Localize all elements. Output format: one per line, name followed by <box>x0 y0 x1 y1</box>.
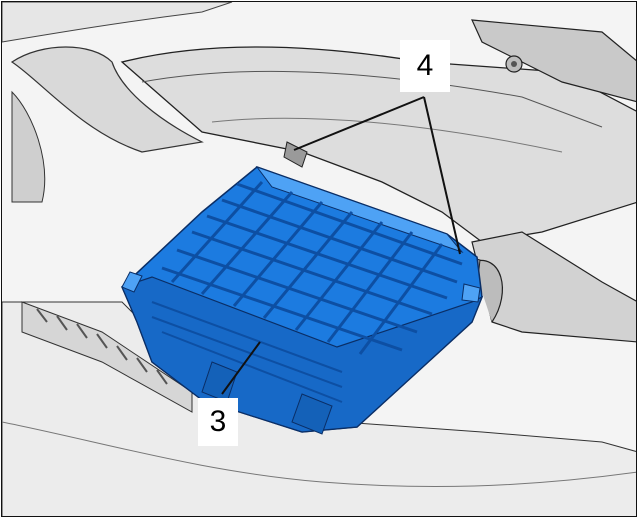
callout-label-4: 4 <box>400 40 450 92</box>
callout-label-3: 3 <box>198 398 238 446</box>
leader-lines <box>221 96 461 395</box>
leader-line-3 <box>221 341 261 395</box>
callout-text-4: 4 <box>416 49 434 82</box>
callout-text-3: 3 <box>209 405 227 438</box>
leader-line-4a <box>293 96 425 151</box>
leader-line-4b <box>423 96 461 255</box>
control-module <box>121 165 484 435</box>
